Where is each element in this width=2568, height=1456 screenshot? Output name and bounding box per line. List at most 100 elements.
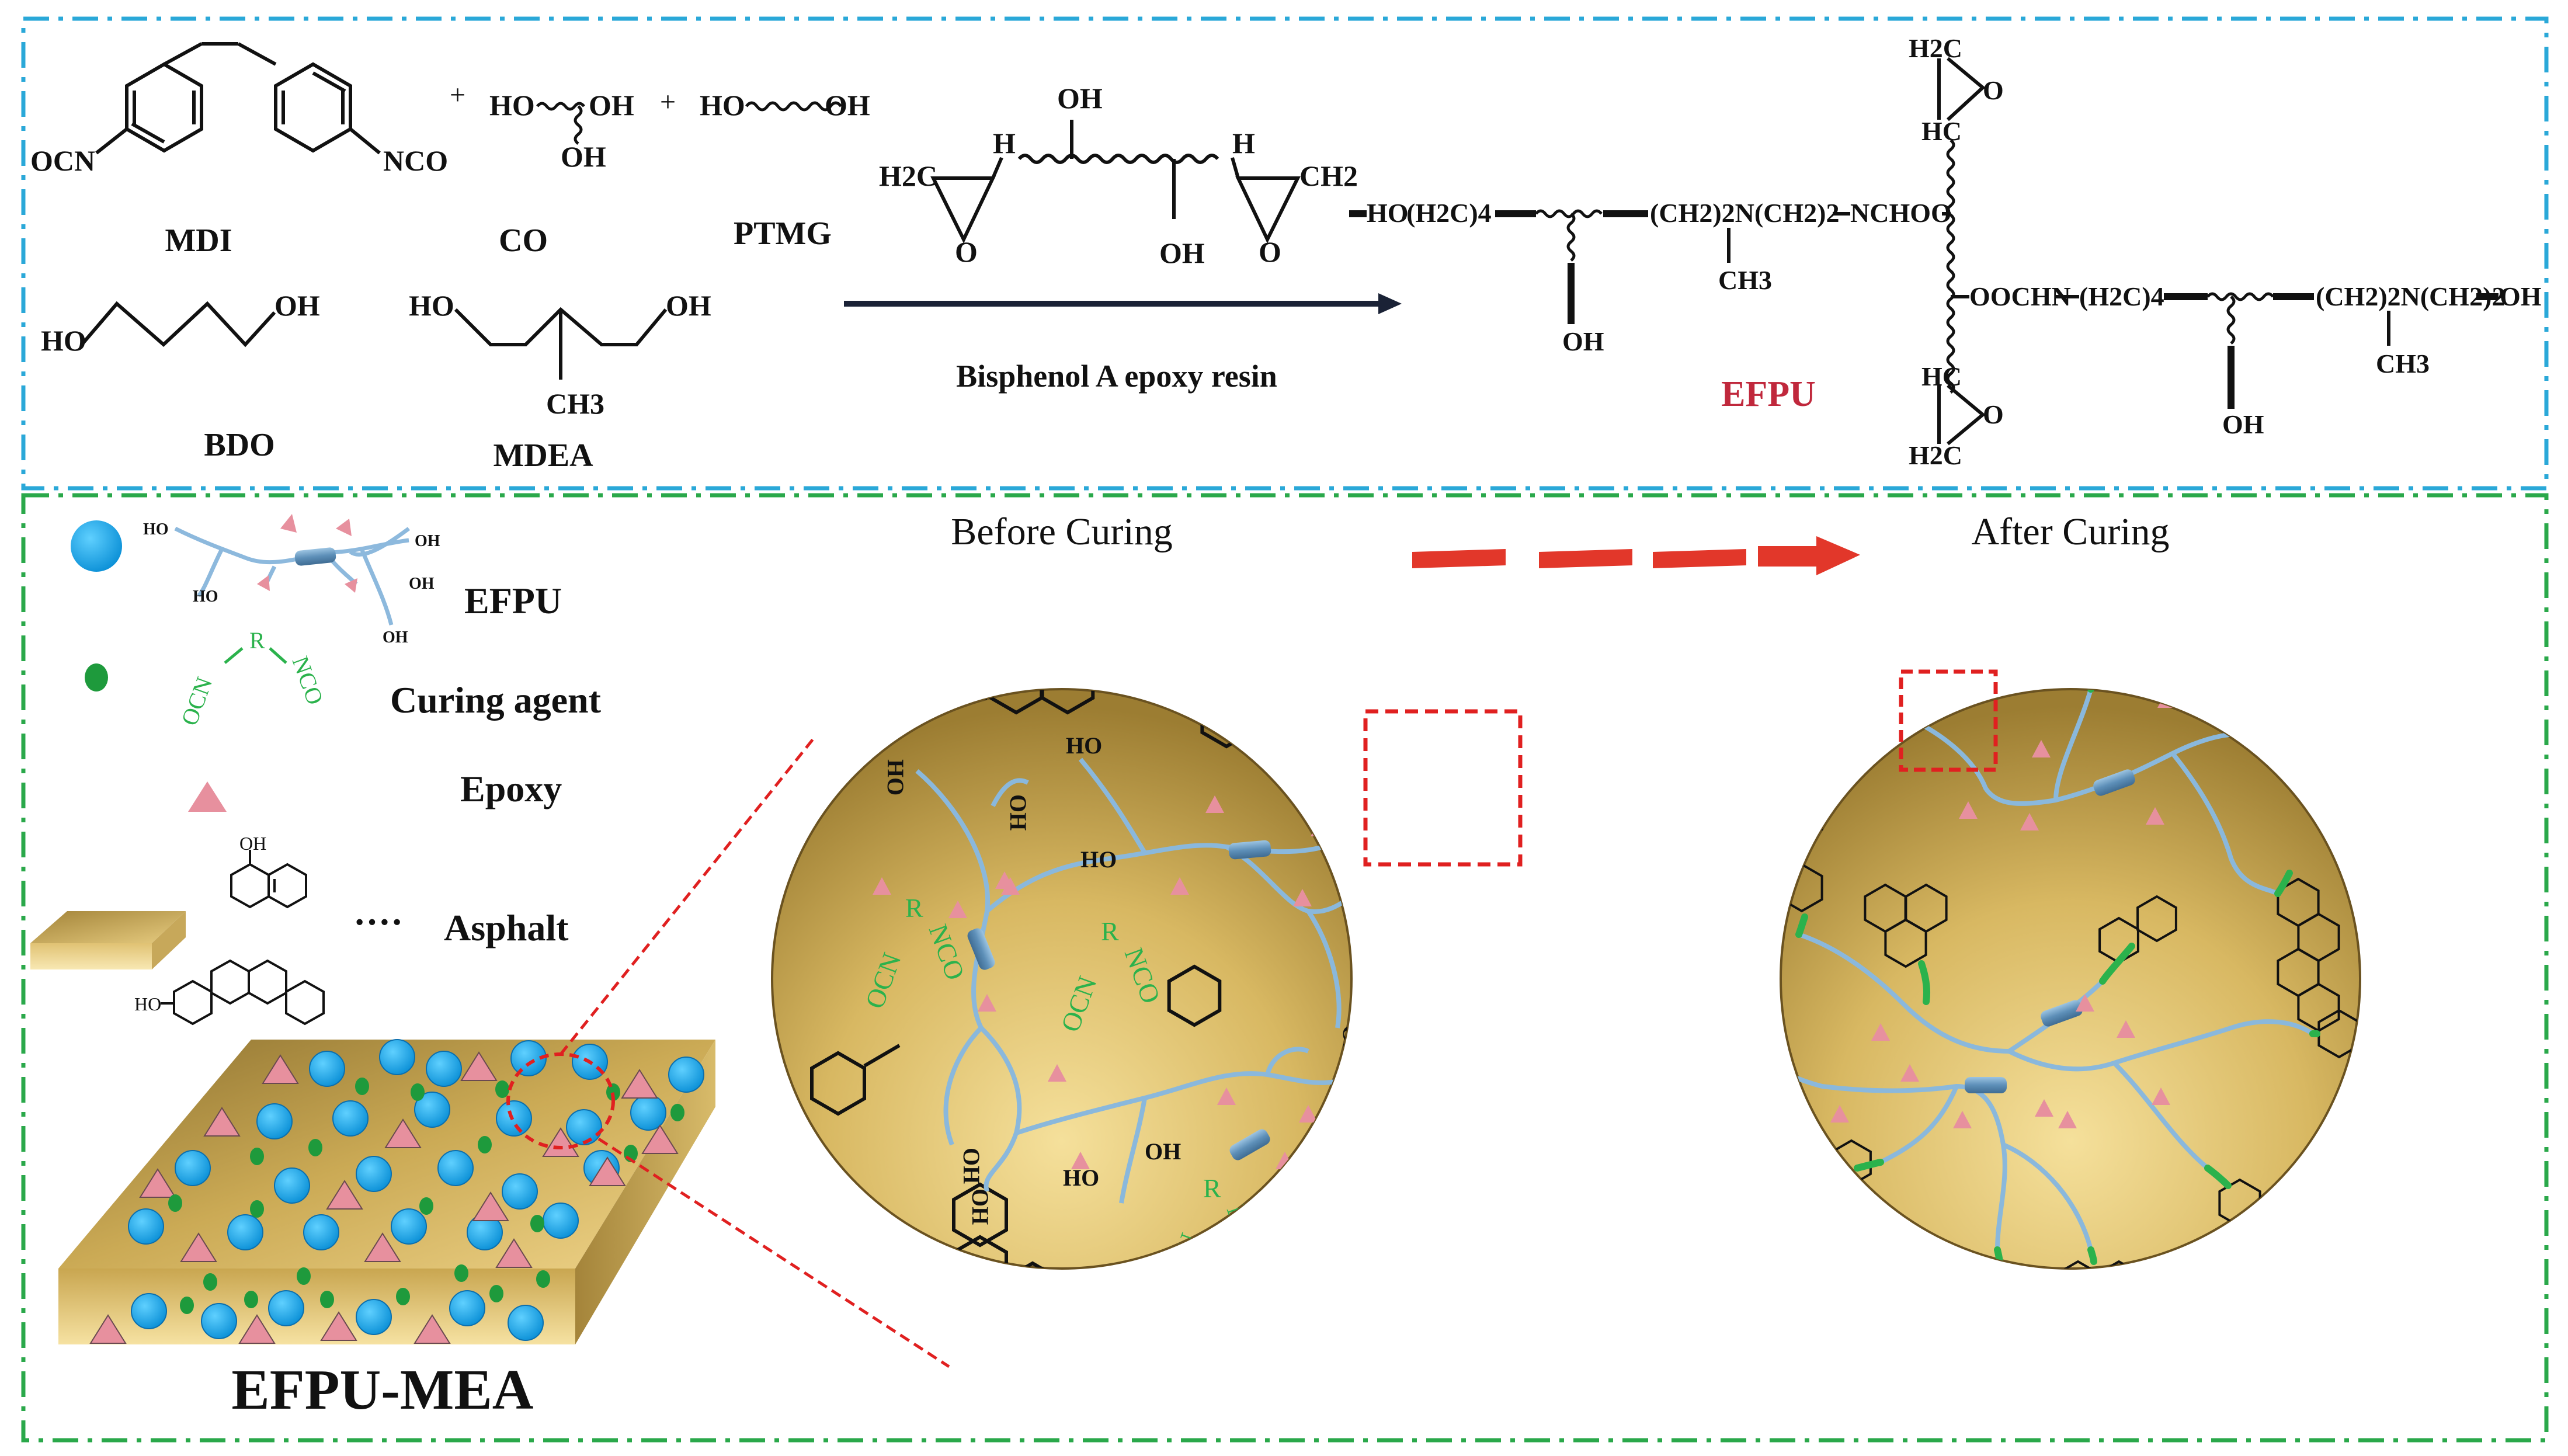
slab-curing-dot (180, 1297, 194, 1314)
slab-epoxy-triangle (413, 1314, 451, 1344)
slab-epoxy-triangle (364, 1232, 401, 1262)
epoxy-mark (978, 994, 996, 1012)
crosslinked-chain (2112, 1061, 2209, 1170)
before-curing-title: Before Curing (951, 510, 1172, 553)
efpu-linker (967, 928, 995, 970)
crosslinked-linker (2093, 769, 2135, 796)
svg-text:(CH2)2N(CH2)2: (CH2)2N(CH2)2 (1650, 198, 1840, 228)
slab-efpu-bead (566, 1109, 602, 1145)
cured-urethane-link (2087, 1246, 2097, 1265)
mdea-label: MDEA (493, 437, 593, 474)
epoxy-mark (2076, 994, 2094, 1012)
zoom-line-bottom (597, 1137, 950, 1368)
aromatic-ring (1653, 1002, 1693, 1048)
svg-text:HO: HO (409, 289, 454, 322)
slab-epoxy-triangle (238, 1314, 276, 1344)
svg-text:OH: OH (561, 140, 606, 173)
legend-efpu-epoxy-marks (257, 514, 357, 593)
epoxy-mark (1217, 1087, 1236, 1105)
slab-curing-dot (297, 1267, 311, 1285)
co-structure: HO OH OH (489, 89, 634, 173)
crosslinked-chain (2170, 752, 2279, 896)
epoxy-o-left: O (955, 235, 978, 268)
chrysene-ring (1474, 1097, 1526, 1158)
legend-asphalt-dots: ···· (353, 901, 403, 943)
epoxy-mark (1071, 1152, 1090, 1169)
epoxy-mark (873, 877, 891, 895)
aromatic-ring (2063, 632, 2101, 676)
slab-efpu-bead (510, 1040, 547, 1076)
efpu-product-label: EFPU (1721, 374, 1816, 414)
slab-epoxy-triangle (320, 1311, 357, 1341)
phenanthrene-ring (989, 689, 1044, 715)
cured-urethane-link (2099, 943, 2135, 985)
legend-hydroxychrysene-ho: HO (134, 993, 161, 1014)
curing-agent-r: R (1203, 1173, 1221, 1203)
curing-agent-ocn: OCN (1350, 791, 1397, 855)
curing-agent-r: R (1478, 1004, 1496, 1034)
svg-text:NCHOO: NCHOO (1850, 198, 1952, 228)
aromatic-ring (1834, 689, 1878, 725)
epoxy-mark (1871, 1023, 1890, 1041)
slab-curing-dot (454, 1264, 468, 1282)
aromatic-ring (2239, 1213, 2282, 1263)
legend-curing-agent-label: Curing agent (390, 679, 602, 721)
slab-epoxy-triangle (139, 1168, 176, 1198)
efpu-chain (1015, 1066, 1351, 1135)
crosslinked-chain (1879, 1085, 1959, 1165)
mdi-ocn: OCN (30, 144, 95, 177)
chain-end-label: HO (1063, 1165, 1099, 1191)
svg-text:OH: OH (274, 289, 320, 322)
slab-curing-dot (489, 1285, 503, 1302)
chain-end-label: OH (1405, 884, 1441, 911)
slab-efpu-bead (274, 1167, 310, 1204)
svg-text:CH3: CH3 (2376, 349, 2430, 378)
aromatic-ring (1781, 828, 1803, 878)
svg-text:(H2C)4: (H2C)4 (2079, 282, 2164, 311)
slab-efpu-bead (508, 1305, 544, 1341)
phenol-ring (1167, 964, 1222, 1027)
svg-text:H2C: H2C (1909, 440, 1962, 470)
slab-efpu-bead (356, 1299, 392, 1335)
slab-efpu-bead (496, 1100, 532, 1137)
slab-efpu-bead (131, 1293, 167, 1329)
svg-text:CH3: CH3 (546, 387, 604, 420)
aromatic-ring (2310, 689, 2353, 732)
slab-epoxy-triangle (384, 1118, 422, 1148)
chrysene-ring (1421, 1176, 1474, 1236)
svg-text:HO: HO (41, 324, 86, 357)
slab-efpu-bead (391, 1208, 427, 1245)
svg-text:CH3: CH3 (1718, 265, 1772, 295)
crosslinked-chain (1798, 932, 2010, 1054)
benzoic-ring (810, 1051, 866, 1116)
curing-agent-nco: NCO (1414, 763, 1461, 826)
slab-curing-dot (670, 1104, 684, 1121)
efpu-chain (1306, 909, 1342, 1028)
chain-end-label: HO (1066, 732, 1102, 759)
slab-curing-dot (244, 1291, 258, 1308)
slab-epoxy-triangle (262, 1054, 299, 1084)
slab-efpu-bead (201, 1303, 237, 1339)
efpu-product-bonds (1349, 57, 2498, 446)
co-label: CO (499, 223, 548, 259)
epoxy-mark (948, 901, 967, 918)
slab-epoxy-triangle (495, 1238, 533, 1268)
naphthol-ring (1249, 689, 1301, 749)
aromatic-ring (2136, 895, 2177, 943)
bdo-label: BDO (204, 427, 274, 463)
svg-text:HC: HC (1921, 116, 1962, 146)
epoxy-mark (1048, 1064, 1066, 1082)
svg-text:HO: HO (1367, 198, 1409, 228)
plus-sign-1: + (450, 79, 465, 110)
legend-efpu-ho: HO (143, 520, 169, 538)
chrysene-ring (1005, 1261, 1061, 1269)
curing-agent-r: R (1101, 916, 1119, 946)
svg-text:H2C: H2C (1909, 33, 1962, 63)
slab-curing-dot (419, 1197, 433, 1215)
slab-epoxy-triangle (89, 1314, 127, 1344)
legend-asphalt-tile (30, 911, 186, 969)
efpu-linker (1228, 840, 1271, 860)
legend-efpu-label: EFPU (464, 580, 562, 621)
slab-label: EFPU-MEA (231, 1358, 533, 1422)
